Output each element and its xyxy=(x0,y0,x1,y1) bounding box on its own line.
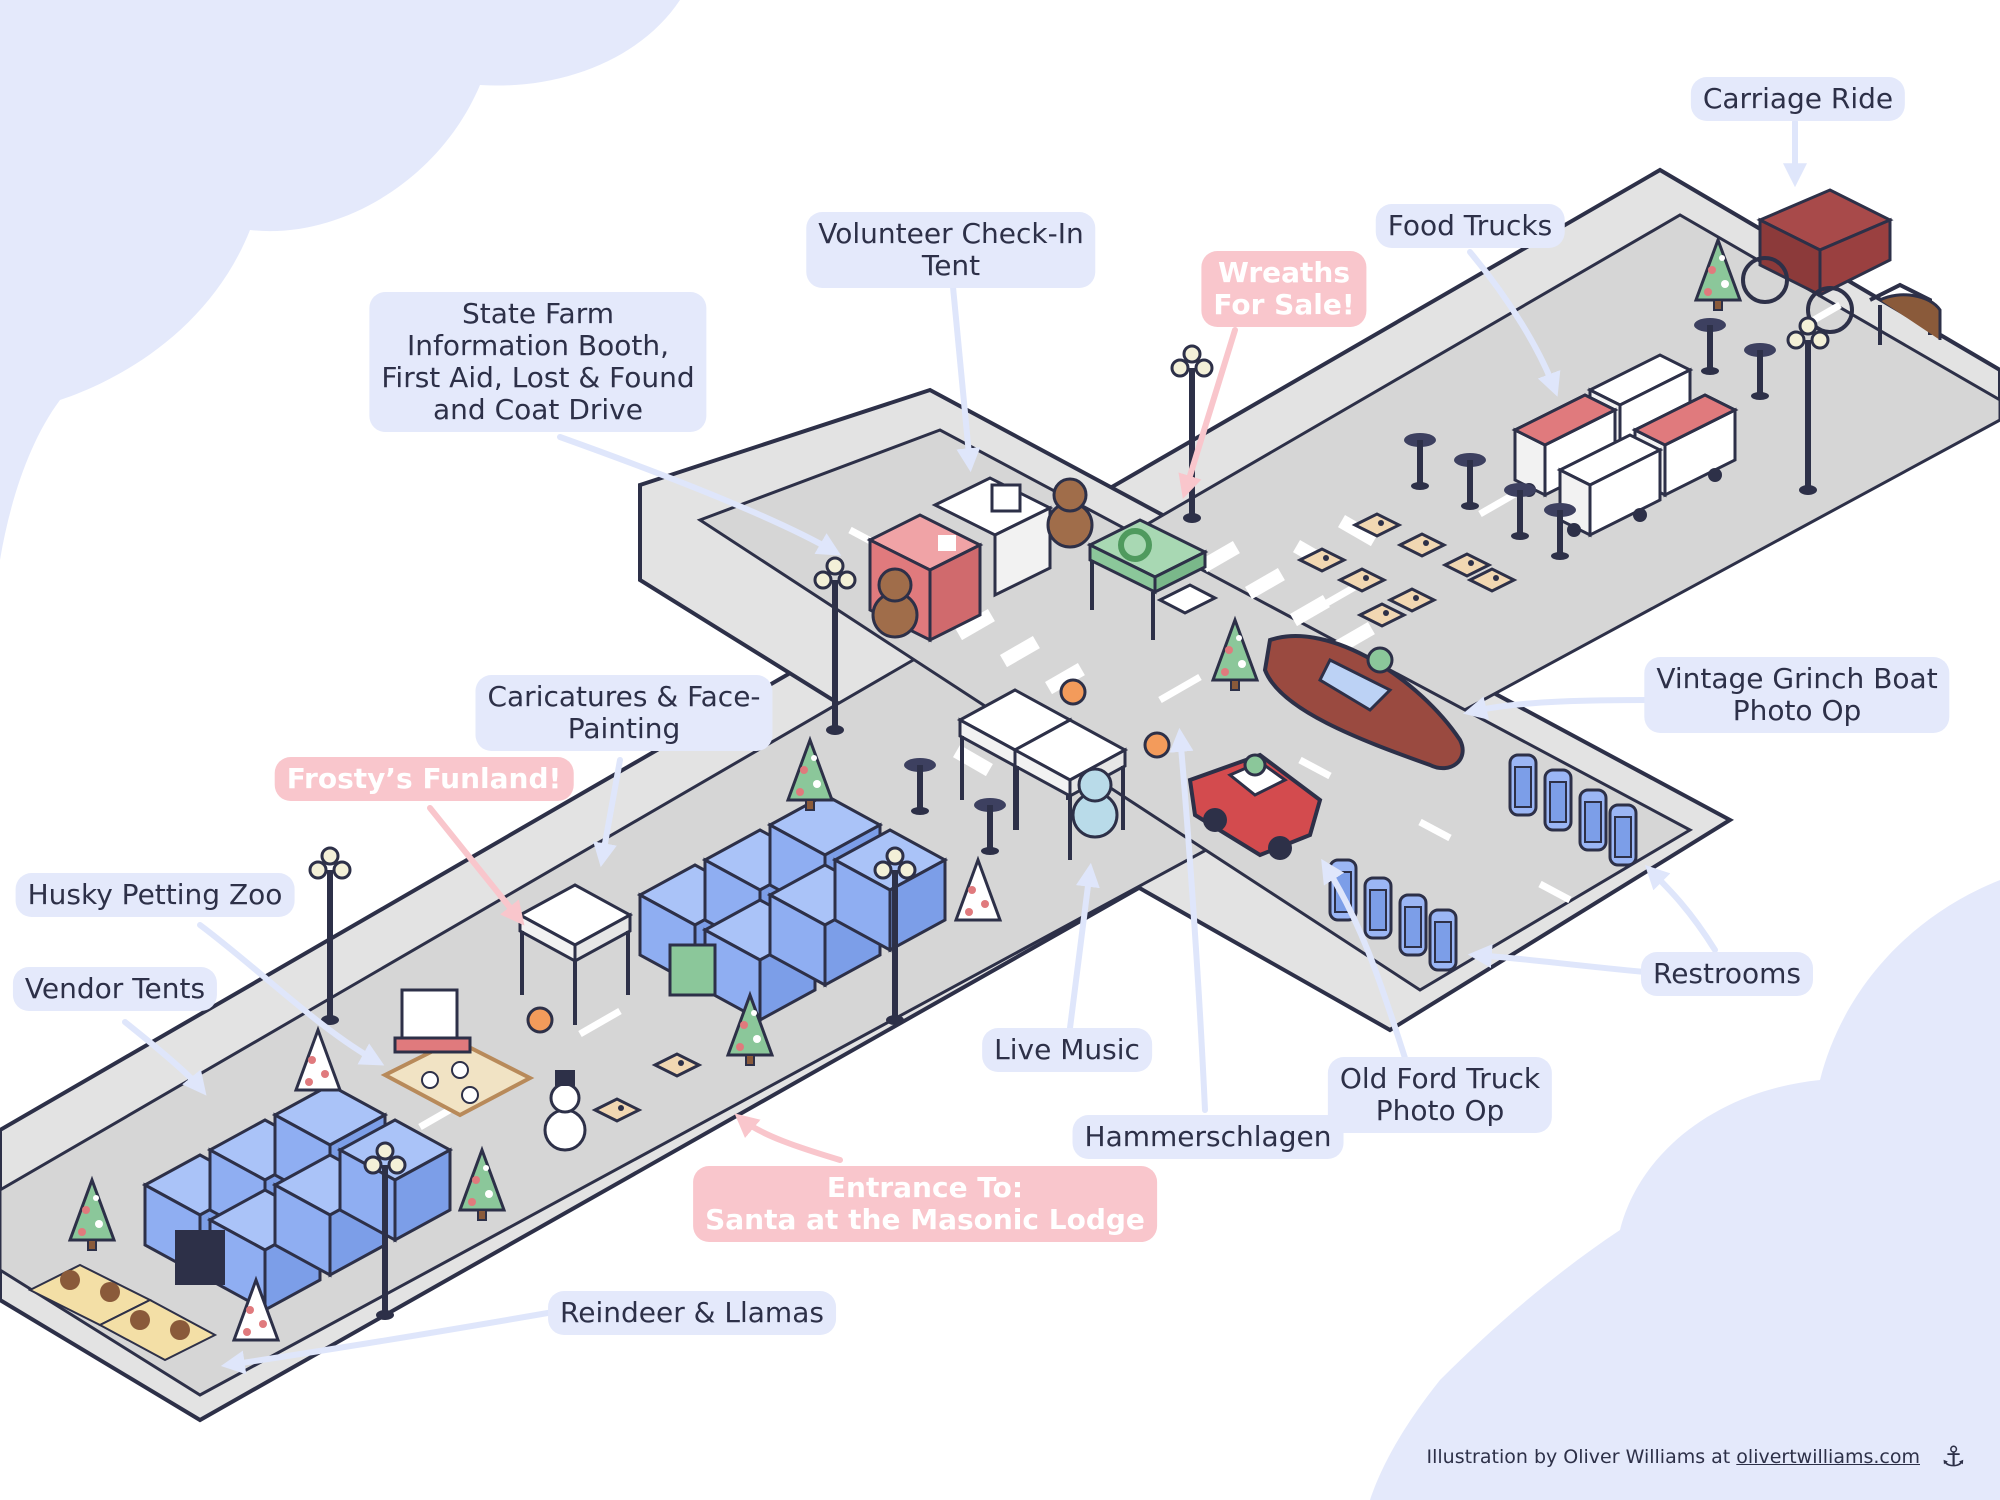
teddy-bears xyxy=(871,477,1119,839)
grinch-boat xyxy=(1262,634,1465,771)
volunteer-tent xyxy=(931,476,1054,598)
vendor-tents-middle xyxy=(638,793,947,1022)
label-restrooms: Restrooms xyxy=(1640,952,1814,996)
label-vintage-grinch-boat: Vintage Grinch Boat Photo Op xyxy=(1644,657,1950,733)
wreath-tent xyxy=(1086,518,1219,640)
connect-four-game xyxy=(393,988,472,1054)
old-ford-truck xyxy=(1187,752,1323,860)
label-volunteer-check-in-tent: Volunteer Check-In Tent xyxy=(806,212,1096,288)
credit-prefix: Illustration by Oliver Williams at xyxy=(1426,1446,1737,1468)
carriage xyxy=(1741,188,1942,345)
reindeer-pens xyxy=(27,1263,218,1362)
label-reindeer-llamas: Reindeer & Llamas xyxy=(548,1291,836,1335)
label-husky-petting-zoo: Husky Petting Zoo xyxy=(15,873,295,917)
label-hammerschlagen: Hammerschlagen xyxy=(1072,1115,1344,1159)
annotation-arrows xyxy=(122,119,1807,1375)
vendor-tents-left xyxy=(143,1083,452,1312)
label-caricatures-face-painting: Caricatures & Face- Painting xyxy=(475,675,773,751)
label-wreaths-for-sale: Wreaths For Sale! xyxy=(1201,251,1367,327)
label-old-ford-truck: Old Ford Truck Photo Op xyxy=(1327,1057,1553,1133)
illustration-credit: Illustration by Oliver Williams at olive… xyxy=(1427,1446,1921,1468)
label-vendor-tents: Vendor Tents xyxy=(12,967,218,1011)
label-state-farm-booth: State Farm Information Booth, First Aid,… xyxy=(369,292,707,432)
fire-pits xyxy=(526,678,1171,1034)
anchor-icon: ⚓ xyxy=(1940,1440,1966,1473)
snowman xyxy=(543,1070,587,1152)
label-live-music: Live Music xyxy=(982,1028,1152,1072)
credit-link[interactable]: olivertwilliams.com xyxy=(1736,1446,1920,1468)
label-frostys-funland: Frosty’s Funland! xyxy=(274,757,574,801)
label-food-trucks: Food Trucks xyxy=(1375,204,1565,248)
label-carriage-ride: Carriage Ride xyxy=(1690,77,1906,121)
food-trucks xyxy=(1511,353,1739,539)
label-entrance-masonic-lodge: Entrance To: Santa at the Masonic Lodge xyxy=(693,1166,1157,1242)
